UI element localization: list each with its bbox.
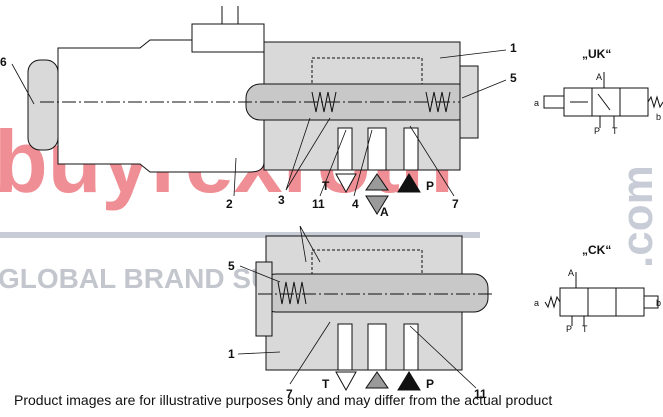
callout-7-top: 7 bbox=[452, 197, 459, 211]
spring-left bbox=[311, 91, 337, 113]
symbol-uk-port-p: P bbox=[594, 126, 600, 136]
symbol-uk-side-a: a bbox=[534, 98, 539, 108]
port-a-arrow-bottom bbox=[365, 371, 389, 389]
callout-11-bottom: 11 bbox=[474, 387, 487, 401]
top-leaders bbox=[11, 49, 507, 197]
symbol-uk-side-b: b bbox=[656, 112, 661, 122]
callout-6-top: 6 bbox=[0, 55, 7, 69]
callout-5-bottom: 5 bbox=[228, 259, 235, 273]
disclaimer-caption: Product images are for illustrative purp… bbox=[14, 392, 553, 408]
symbol-ck-port-t: T bbox=[582, 324, 588, 334]
callout-11-top: 11 bbox=[312, 197, 325, 211]
port-t-arrow bbox=[335, 173, 357, 194]
connector-plug bbox=[191, 23, 265, 53]
watermark-dotcom: .com bbox=[613, 165, 662, 268]
symbol-ck-solenoid bbox=[643, 295, 659, 309]
symbol-uk-solenoid bbox=[543, 95, 565, 109]
solenoid-housing bbox=[57, 39, 265, 173]
port-p-arrow bbox=[397, 173, 421, 193]
port-p-label-top: P bbox=[426, 179, 434, 193]
symbol-ck-port-a: A bbox=[568, 268, 574, 278]
connector-lead bbox=[221, 6, 239, 24]
watermark-underline bbox=[0, 232, 480, 238]
end-cap-left-bottom bbox=[255, 261, 273, 337]
symbol-uk-port-a: A bbox=[596, 72, 602, 82]
symbol-uk-spring bbox=[647, 95, 663, 109]
symbol-uk-port-t: T bbox=[612, 126, 618, 136]
passage-p-bottom bbox=[403, 323, 419, 371]
port-p-label-bottom: P bbox=[426, 377, 434, 391]
passage-t bbox=[337, 127, 353, 171]
passage-t-bottom bbox=[337, 323, 353, 371]
symbol-ck-box-mid bbox=[587, 287, 617, 317]
symbol-ck-box-left bbox=[559, 287, 589, 317]
callout-5-top: 5 bbox=[510, 71, 517, 85]
symbol-ck-side-b: b bbox=[656, 298, 661, 308]
valve-bottom-sectional-view bbox=[255, 235, 492, 392]
port-t-label-top: T bbox=[322, 179, 330, 193]
callout-1-top: 1 bbox=[510, 41, 517, 55]
valve-top-sectional-view bbox=[27, 6, 479, 215]
port-p-arrow-bottom bbox=[397, 371, 421, 391]
port-t-label-bottom: T bbox=[322, 377, 330, 391]
manual-override-cap bbox=[27, 59, 59, 151]
symbol-ck-box-right bbox=[615, 287, 645, 317]
symbol-ck-port-p: P bbox=[566, 324, 572, 334]
end-cap-right bbox=[459, 65, 479, 139]
callout-2-top: 2 bbox=[226, 197, 233, 211]
symbol-uk-box-mid bbox=[591, 87, 621, 117]
port-a-arrow bbox=[365, 173, 389, 191]
callout-3-top: 3 bbox=[278, 193, 285, 207]
symbol-uk: „UK“ bbox=[543, 47, 663, 128]
port-a-label-top: A bbox=[380, 205, 389, 219]
symbol-ck-side-a: a bbox=[534, 298, 539, 308]
symbol-ck-spring bbox=[544, 295, 561, 309]
callout-7-bottom: 7 bbox=[286, 387, 293, 401]
port-t-arrow-bottom bbox=[335, 371, 357, 392]
callout-1-bottom: 1 bbox=[228, 347, 235, 361]
passage-p bbox=[403, 127, 419, 171]
symbol-uk-flow bbox=[570, 93, 611, 111]
symbol-ck-title: „CK“ bbox=[582, 243, 611, 257]
spring-left-bottom bbox=[277, 281, 307, 305]
spring-right bbox=[425, 91, 451, 113]
passage-a bbox=[367, 127, 387, 171]
symbol-uk-box-right bbox=[619, 87, 649, 117]
passage-a-bottom bbox=[367, 323, 387, 371]
symbol-uk-title: „UK“ bbox=[582, 47, 611, 61]
bottom-leaders bbox=[237, 225, 477, 389]
callout-4-top: 4 bbox=[352, 197, 359, 211]
port-a-arrow-lower bbox=[365, 195, 389, 215]
symbol-ck: „CK“ bbox=[544, 243, 659, 326]
